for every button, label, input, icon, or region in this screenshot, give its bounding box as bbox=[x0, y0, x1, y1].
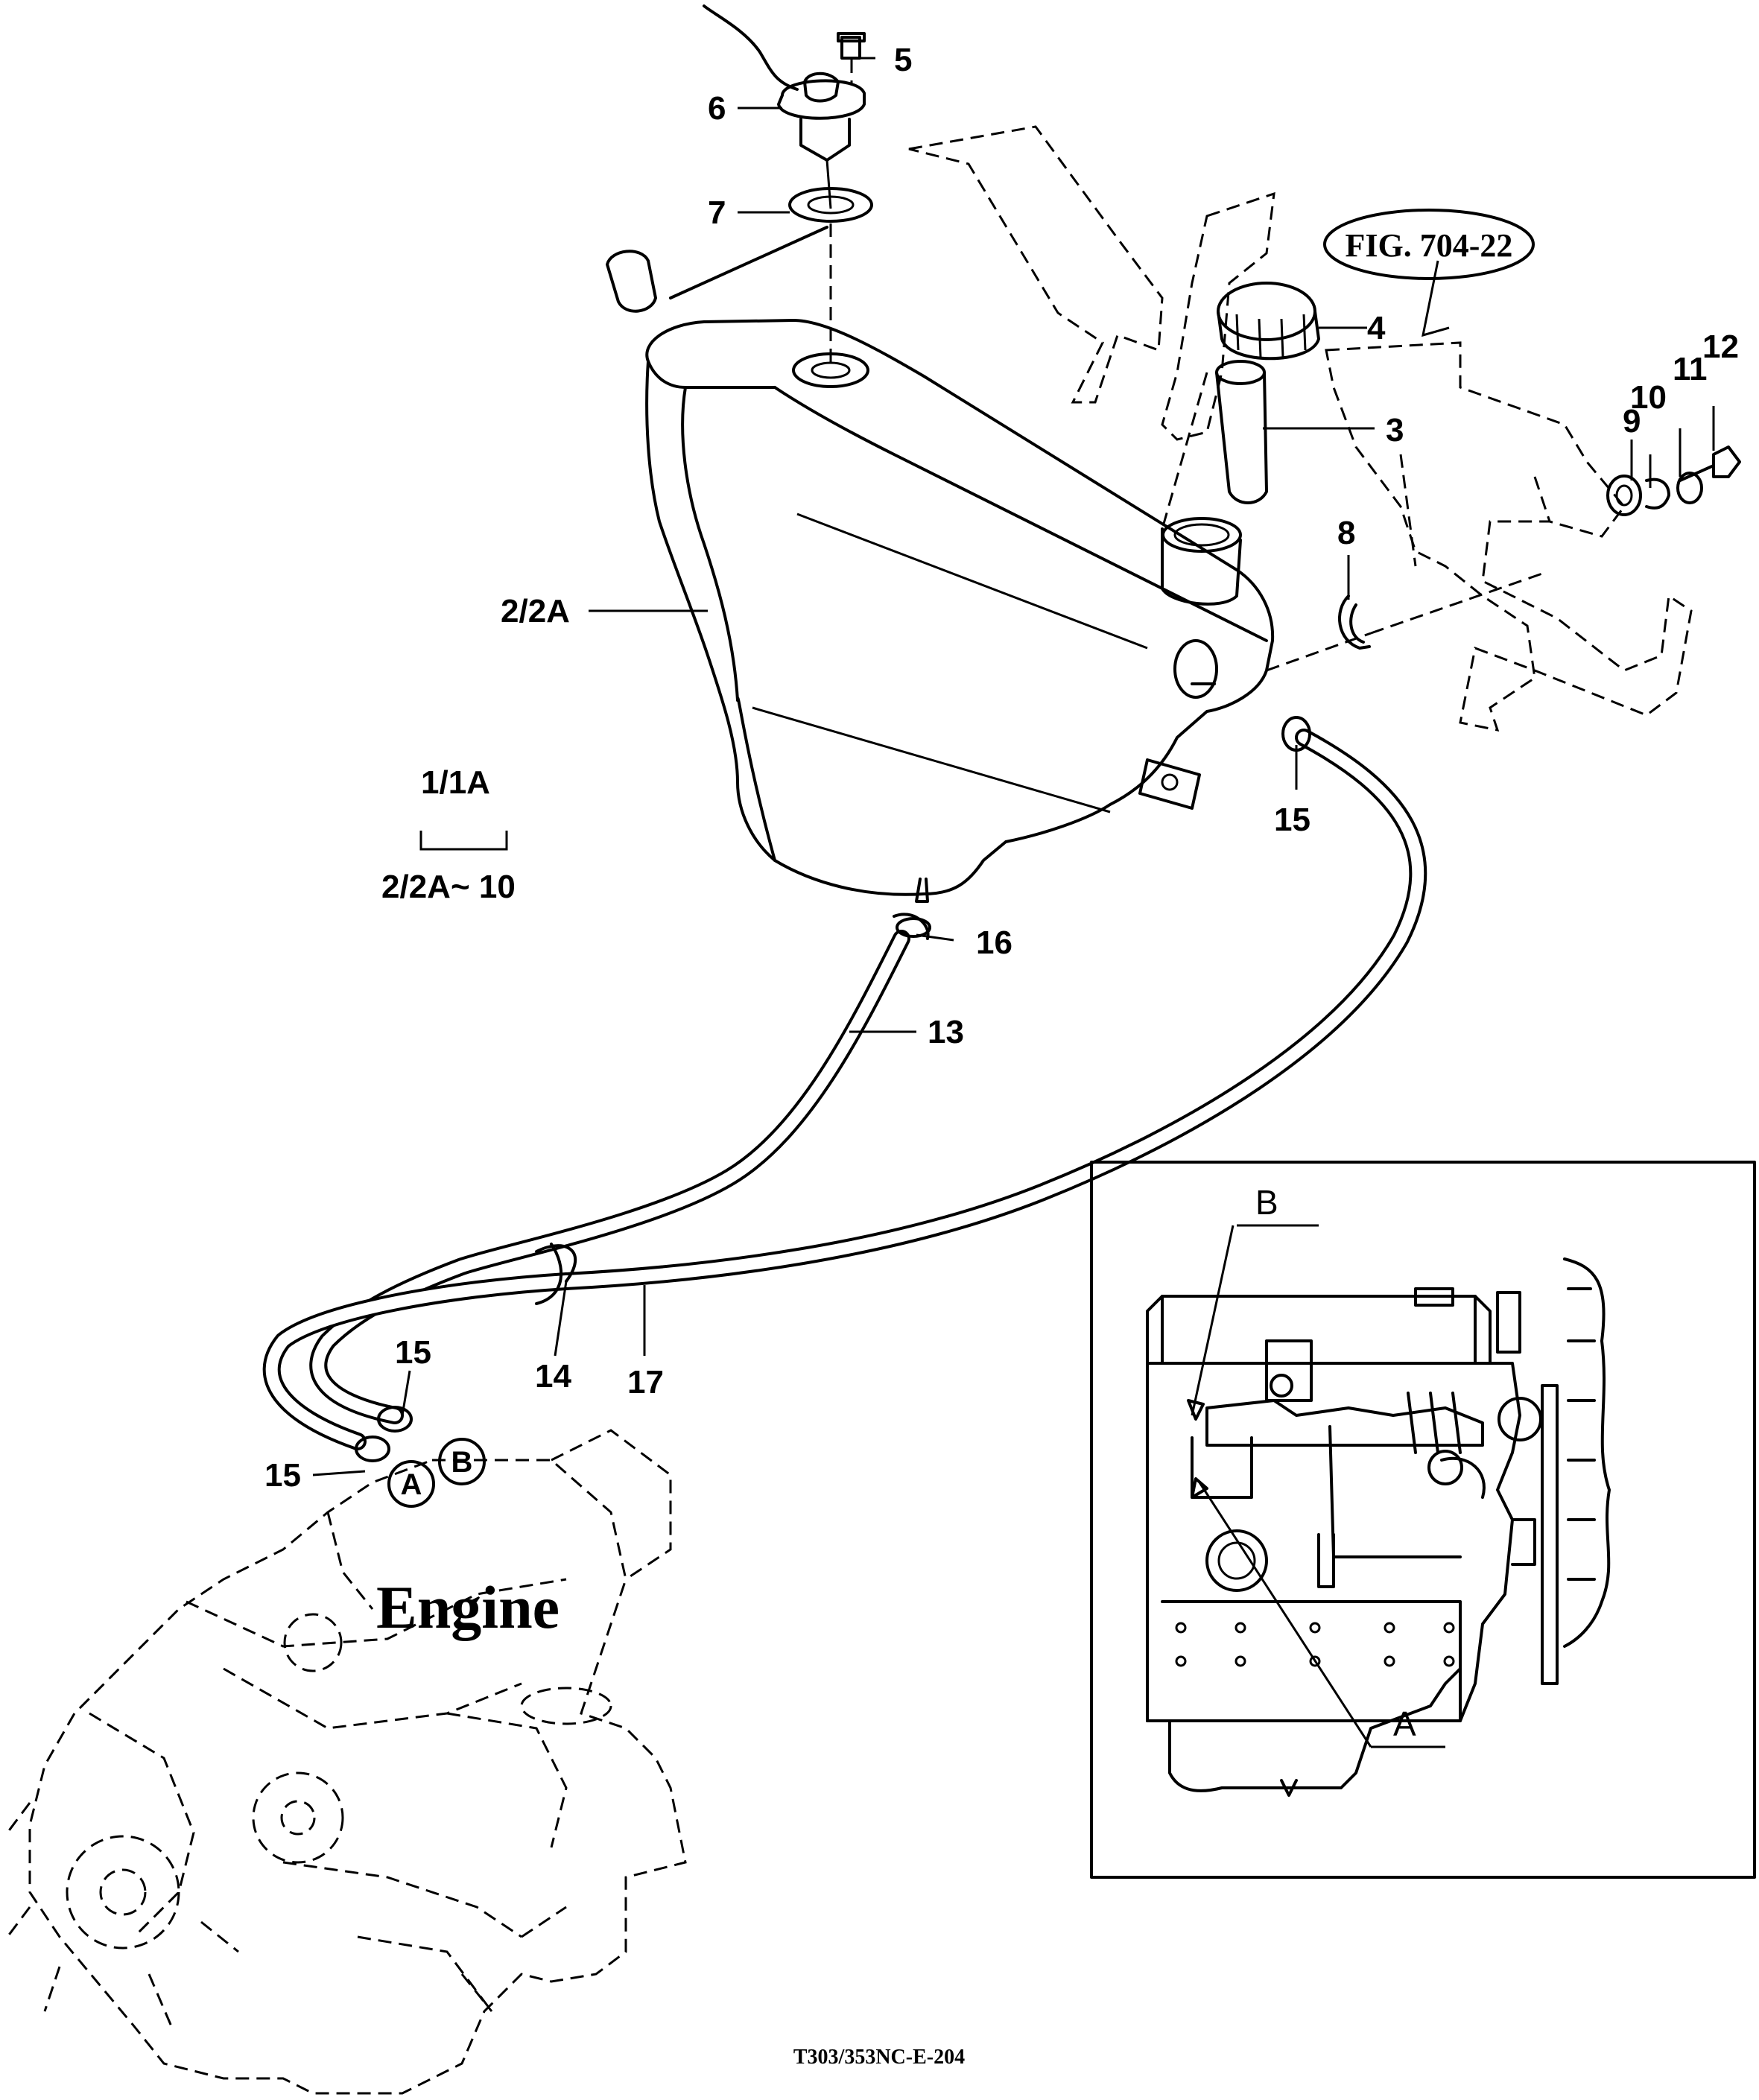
callout-1-1a: 1/1A bbox=[421, 764, 490, 801]
callout-8: 8 bbox=[1337, 515, 1355, 551]
inset-engine-detail bbox=[1090, 1161, 1756, 1879]
callout-17: 17 bbox=[627, 1364, 664, 1400]
callout-15-tank: 15 bbox=[1274, 802, 1310, 838]
leader-lines bbox=[312, 57, 1715, 1476]
figure-reference-label: FIG. 704-22 bbox=[1346, 227, 1513, 264]
connection-marks: A B bbox=[387, 1438, 486, 1508]
connection-mark-b: B bbox=[451, 1446, 473, 1479]
callout-11: 11 bbox=[1673, 351, 1708, 387]
inset-label-a: A bbox=[1393, 1704, 1416, 1743]
callout-4: 4 bbox=[1367, 310, 1386, 346]
callout-16: 16 bbox=[976, 924, 1012, 961]
connection-mark-a: A bbox=[401, 1468, 422, 1501]
callout-9: 9 bbox=[1623, 403, 1641, 440]
callout-5: 5 bbox=[894, 42, 912, 78]
callout-6: 6 bbox=[708, 90, 726, 127]
callout-14: 14 bbox=[535, 1358, 571, 1395]
engine-illustration bbox=[6, 1429, 687, 2095]
filler-neck-and-cap bbox=[1161, 282, 1320, 530]
callout-10: 10 bbox=[1630, 379, 1667, 416]
part-callouts: 5 6 7 4 3 8 9 10 11 12 2/2A 1/1A 2/2A~ 1… bbox=[264, 42, 1739, 1494]
connection-mark-a-circle bbox=[387, 1460, 435, 1508]
fuel-tank bbox=[645, 319, 1275, 903]
callout-range: 2/2A~ 10 bbox=[381, 869, 516, 905]
fuel-hoses bbox=[262, 716, 1427, 1462]
drawing-number: T303/353NC-E-204 bbox=[793, 2046, 965, 2069]
callout-7: 7 bbox=[708, 194, 726, 231]
callout-13: 13 bbox=[928, 1014, 964, 1050]
fuel-sender-assembly bbox=[606, 4, 873, 369]
callout-3: 3 bbox=[1386, 412, 1404, 448]
callout-15-lower: 15 bbox=[264, 1457, 301, 1494]
callout-2-2a: 2/2A bbox=[501, 593, 570, 629]
engine-label: Engine bbox=[376, 1573, 560, 1641]
connection-mark-b-circle bbox=[438, 1438, 486, 1485]
callout-12: 12 bbox=[1702, 329, 1739, 365]
callout-15-upper: 15 bbox=[395, 1334, 431, 1371]
mounting-bracket bbox=[908, 125, 1741, 732]
figure-reference: FIG. 704-22 bbox=[1323, 209, 1535, 280]
inset-label-b: B bbox=[1255, 1183, 1278, 1222]
